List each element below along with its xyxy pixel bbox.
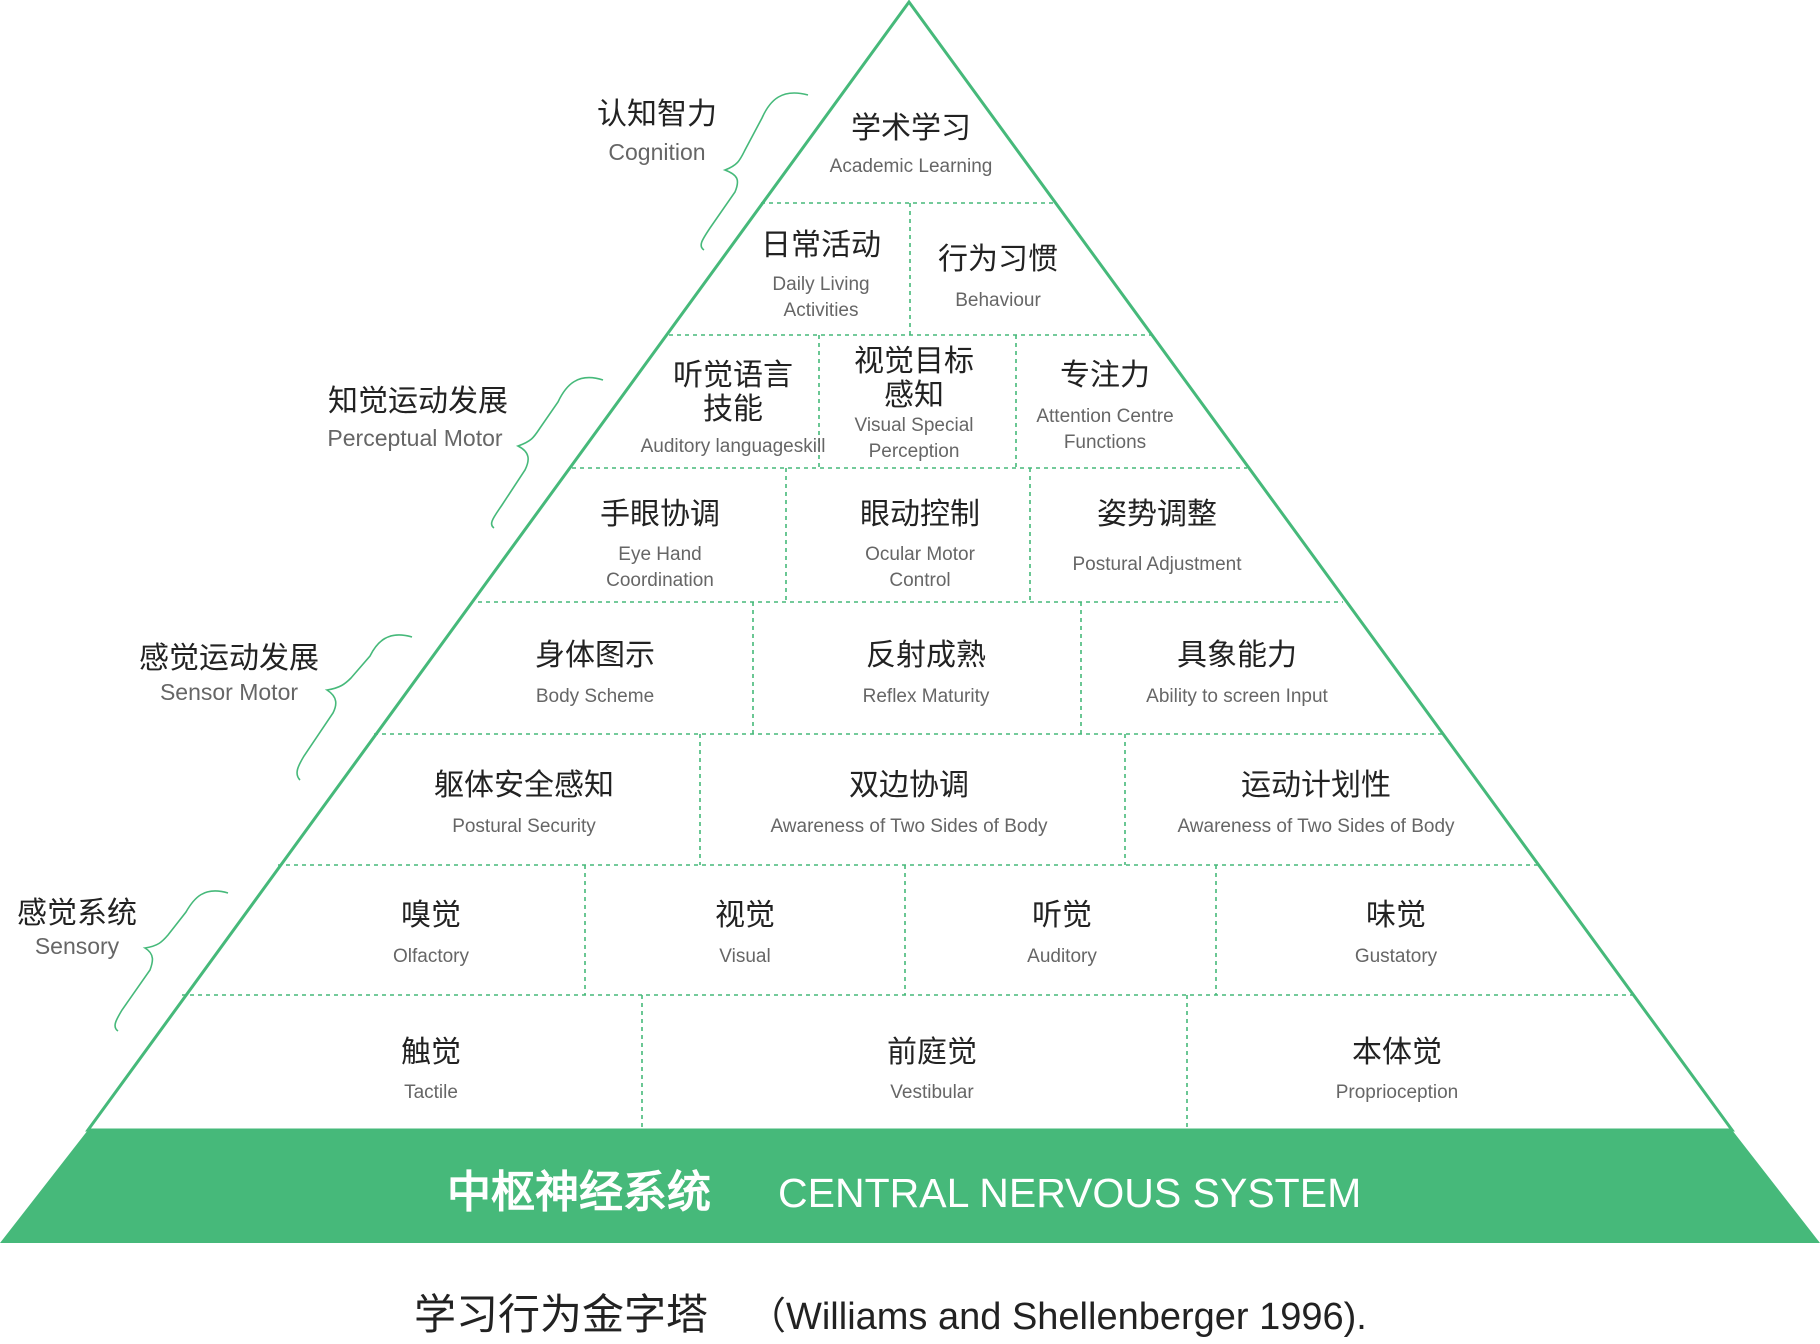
cell-label-en: Postural Security (452, 816, 596, 837)
cell-label-en: Visual (719, 946, 770, 967)
column-dividers (584, 203, 1217, 1130)
cell-label-zh: 听觉 (1032, 898, 1092, 933)
side-labels: 认知智力 Cognition 知觉运动发展 Perceptual Motor 感… (17, 97, 717, 959)
cell-label-zh: 触觉 (401, 1035, 461, 1070)
cell-label-zh: 手眼协调 (600, 497, 720, 532)
cell-label-en: Control (889, 570, 950, 591)
brace-sensor-motor (296, 634, 413, 781)
side-label-sensory-en: Sensory (35, 933, 120, 959)
caption: 学习行为金字塔 （Williams and Shellenberger 1996… (414, 1290, 1367, 1339)
cell-label-en: Proprioception (1336, 1082, 1459, 1103)
cell-label-zh: 躯体安全感知 (434, 768, 614, 803)
cell-label-en: Ability to screen Input (1146, 686, 1328, 707)
pyramid-cell: 学术学习 Academic Learning (830, 111, 993, 177)
pyramid-cell: 味觉 Gustatory (1355, 898, 1438, 967)
cell-label-en: Daily Living (772, 274, 869, 295)
side-label-sensor-motor-en: Sensor Motor (160, 679, 298, 705)
pyramid-cell: 视觉 Visual (715, 898, 775, 967)
cell-label-en: Gustatory (1355, 946, 1438, 967)
side-label-perceptual-motor-zh: 知觉运动发展 (328, 384, 508, 419)
pyramid-cell: 双边协调 Awareness of Two Sides of Body (770, 768, 1048, 837)
base-label-zh: 中枢神经系统 (447, 1167, 711, 1218)
cell-label-en: Coordination (606, 570, 714, 591)
cell-label-en: Eye Hand (618, 544, 701, 565)
cell-label-en: Awareness of Two Sides of Body (1177, 816, 1455, 837)
cell-label-zh: 视觉 (715, 898, 775, 933)
brace-perceptual-motor (490, 376, 604, 529)
cell-label-zh: 前庭觉 (887, 1035, 977, 1070)
base-label-en: CENTRAL NERVOUS SYSTEM (778, 1170, 1361, 1216)
cell-label-en: Postural Adjustment (1073, 554, 1243, 575)
cell-label-zh: 听觉语言 (673, 358, 793, 393)
cell-label-zh: 反射成熟 (866, 638, 986, 673)
cell-label-en: Body Scheme (536, 686, 654, 707)
pyramid-cell: 本体觉 Proprioception (1336, 1035, 1459, 1103)
pyramid-cell: 躯体安全感知 Postural Security (434, 768, 614, 837)
pyramid-cell: 嗅觉 Olfactory (393, 898, 470, 967)
base-band (0, 1130, 1820, 1243)
cell-label-zh: 嗅觉 (401, 898, 461, 933)
cell-label-zh: 技能 (703, 392, 763, 427)
side-braces (114, 92, 809, 1032)
cell-label-zh: 具象能力 (1177, 638, 1297, 673)
cell-label-en: Activities (784, 300, 859, 321)
side-label-perceptual-motor-en: Perceptual Motor (327, 425, 502, 451)
cell-label-zh: 学术学习 (851, 111, 971, 146)
side-label-sensor-motor-zh: 感觉运动发展 (139, 641, 319, 676)
cell-label-en: Attention Centre (1036, 406, 1173, 427)
side-label-cognition-zh: 认知智力 (597, 97, 717, 132)
cell-label-en: Perception (869, 441, 960, 462)
cell-label-zh: 运动计划性 (1241, 768, 1391, 803)
cell-label-zh: 行为习惯 (938, 242, 1058, 277)
pyramid-cells: 学术学习 Academic Learning 日常活动 Daily LivingAct… (393, 111, 1458, 1103)
cell-label-zh: 双边协调 (849, 768, 969, 803)
pyramid-cell: 具象能力 Ability to screen Input (1146, 638, 1328, 707)
cell-label-zh: 感知 (884, 378, 944, 413)
brace-cognition (700, 92, 809, 251)
pyramid-cell: 反射成熟 Reflex Maturity (863, 638, 990, 707)
pyramid-cell: 姿势调整 Postural Adjustment (1073, 497, 1243, 575)
cell-label-en: Reflex Maturity (863, 686, 990, 707)
pyramid-cell: 触觉 Tactile (401, 1035, 461, 1103)
cell-label-en: Olfactory (393, 946, 470, 967)
cell-label-en: Functions (1064, 432, 1146, 453)
pyramid-cell: 行为习惯 Behaviour (938, 242, 1058, 311)
side-label-cognition-en: Cognition (608, 139, 705, 165)
cell-label-en: Behaviour (955, 290, 1041, 311)
cell-label-zh: 眼动控制 (860, 497, 980, 532)
cell-label-zh: 日常活动 (761, 228, 881, 263)
pyramid-cell: 身体图示 Body Scheme (535, 638, 655, 707)
cell-label-zh: 本体觉 (1352, 1035, 1442, 1070)
cell-label-en: Visual Special (854, 415, 973, 436)
cell-label-en: Tactile (404, 1082, 458, 1103)
cell-label-zh: 专注力 (1060, 358, 1150, 393)
cell-label-zh: 味觉 (1366, 898, 1426, 933)
cell-label-en: Academic Learning (830, 156, 993, 177)
row-dividers (182, 202, 1636, 996)
pyramid-cell: 听觉 Auditory (1027, 898, 1097, 967)
pyramid-cell: 前庭觉 Vestibular (887, 1035, 977, 1103)
cell-label-zh: 身体图示 (535, 638, 655, 673)
brace-sensory (114, 890, 229, 1032)
cell-label-en: Auditory languageskill (641, 436, 826, 457)
caption-en: （Williams and Shellenberger 1996). (748, 1296, 1367, 1338)
side-label-sensory-zh: 感觉系统 (17, 896, 137, 931)
cell-label-en: Vestibular (890, 1082, 974, 1103)
caption-zh: 学习行为金字塔 (414, 1290, 708, 1339)
cell-label-en: Awareness of Two Sides of Body (770, 816, 1048, 837)
pyramid-cell: 运动计划性 Awareness of Two Sides of Body (1177, 768, 1455, 837)
cell-label-en: Ocular Motor (865, 544, 975, 565)
cell-label-zh: 姿势调整 (1097, 497, 1217, 532)
cell-label-en: Auditory (1027, 946, 1097, 967)
cell-label-zh: 视觉目标 (854, 344, 974, 379)
pyramid-outline (85, 0, 1735, 1132)
